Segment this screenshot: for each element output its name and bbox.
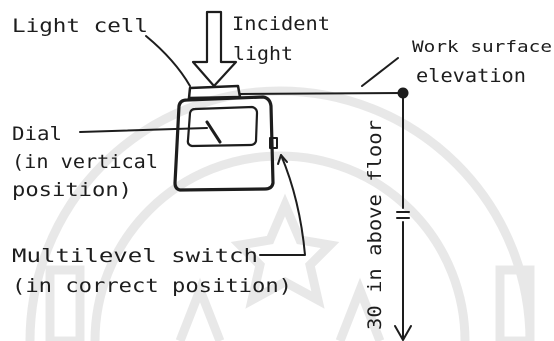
label-elevation: elevation bbox=[416, 65, 526, 87]
dial-leader bbox=[79, 127, 208, 133]
label-light-cell: Light cell bbox=[12, 15, 148, 37]
watermark-seal bbox=[25, 86, 535, 341]
light-cell-leader bbox=[145, 35, 191, 87]
switch-leader bbox=[259, 154, 306, 256]
label-height: 30 in above floor bbox=[364, 120, 386, 330]
height-dimension bbox=[394, 97, 412, 341]
label-multilevel-switch: Multilevel switch bbox=[12, 245, 258, 267]
incident-light-arrow bbox=[191, 10, 238, 88]
label-incident: Incident bbox=[232, 13, 330, 35]
work-surface-line bbox=[239, 92, 405, 95]
label-switch-position: (in correct position) bbox=[12, 275, 292, 297]
label-work-surface: Work surface bbox=[412, 37, 552, 56]
label-dial: Dial bbox=[12, 123, 62, 145]
label-incident-light: light bbox=[233, 43, 293, 65]
label-dial-position: position) bbox=[12, 179, 132, 201]
label-dial-vertical: (in vertical bbox=[12, 151, 158, 173]
multilevel-switch bbox=[269, 137, 278, 149]
dial-needle bbox=[205, 120, 222, 144]
work-surface-point bbox=[397, 87, 409, 99]
light-meter-body bbox=[173, 95, 275, 192]
switch-leader-arrowhead bbox=[277, 154, 288, 165]
work-surface-leader bbox=[361, 57, 399, 87]
